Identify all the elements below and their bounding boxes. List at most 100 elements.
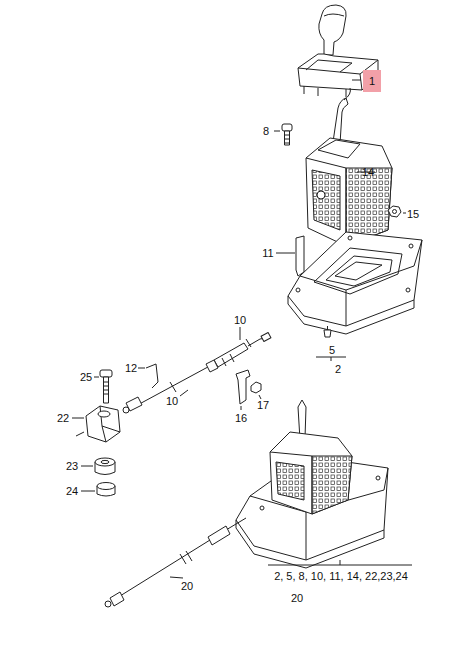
screw-part: [285, 131, 290, 145]
shift-assembly-part: [236, 520, 384, 568]
bolt: [94, 370, 112, 403]
bush: [81, 483, 115, 497]
selector-lever-part: [98, 411, 110, 417]
callout-number: 10: [166, 395, 178, 408]
shift-mechanism-part: [306, 138, 392, 246]
bush: [81, 458, 115, 475]
housing-plate-part: [326, 256, 392, 286]
gear-knob-part: [306, 60, 352, 72]
nut-part: [403, 213, 406, 214]
gear-knob-part: [304, 80, 372, 97]
callout-number: 11: [262, 247, 273, 260]
callout-number: 20: [181, 580, 193, 593]
callout-number: 24: [66, 485, 78, 498]
shift-assembly-part: [110, 592, 124, 606]
bracket-part: [276, 253, 295, 254]
shift-assembly-part: [208, 526, 230, 545]
bush-part: [97, 483, 115, 490]
shift-mechanism-part: [333, 98, 348, 144]
housing-plate-part: [300, 240, 422, 290]
shift-assembly-part: [226, 518, 246, 530]
housing-plate-part: [314, 248, 402, 294]
housing-plate-part: [288, 232, 422, 326]
selector-lever: [72, 406, 120, 442]
gear-knob-part: [352, 80, 361, 81]
bush-part: [101, 460, 109, 463]
clip-part: [146, 364, 158, 388]
callout-number: 15: [407, 208, 419, 221]
screw-part: [274, 131, 280, 132]
housing-plate-part: [409, 244, 413, 248]
shift-cable-part: [240, 327, 241, 340]
shift-cable-part: [246, 339, 251, 347]
nut: [388, 206, 406, 217]
callout-number: 1: [369, 75, 375, 88]
bracket: [276, 236, 304, 276]
bush-part: [95, 458, 115, 466]
callout-number: 12: [125, 362, 137, 375]
housing-plate-part: [348, 236, 352, 240]
shift-mechanism-part: [344, 88, 350, 100]
shift-cable-part: [206, 360, 218, 372]
shift-assembly-part: [276, 462, 304, 500]
bracket-part: [296, 236, 304, 276]
housing-plate-part: [346, 290, 347, 326]
screw: [324, 326, 331, 337]
shift-cable: [123, 327, 271, 413]
group-bracket-part: [268, 560, 412, 565]
housing-plate-part: [335, 262, 382, 280]
group-bracket: [316, 357, 346, 361]
shift-assembly-part: [180, 551, 192, 564]
nut-part: [388, 206, 401, 217]
cable-bracket: [236, 370, 250, 410]
callout-number: 8: [263, 125, 269, 138]
callout-number: 2: [335, 363, 341, 376]
parts-list: 2, 5, 8, 10, 11, 14, 22,23,24: [274, 570, 408, 583]
callout-number: 25: [80, 371, 92, 384]
shift-cable-part: [261, 332, 271, 341]
callout-number: 5: [329, 344, 335, 357]
bolt-part: [104, 377, 109, 403]
highlight-box: 1: [363, 70, 381, 92]
nut-part: [393, 210, 397, 214]
nut-part: [251, 382, 261, 393]
shift-mechanism: [306, 88, 392, 246]
shift-mechanism-part: [306, 158, 346, 246]
shift-assembly-part: [306, 512, 307, 560]
housing-plate-part: [406, 288, 410, 292]
cable-bracket-part: [241, 406, 242, 410]
selector-lever-part: [72, 418, 84, 419]
bolt-part: [94, 377, 99, 378]
housing-plate-part: [288, 296, 414, 334]
callout-number: 23: [66, 460, 78, 473]
screw-part: [285, 135, 290, 143]
screw-part: [282, 124, 292, 131]
bolt-part: [104, 382, 109, 394]
gear-knob-part: [324, 14, 344, 16]
shift-cable-part: [132, 364, 214, 408]
shift-cable-part: [170, 382, 176, 392]
shift-mechanism-part: [312, 170, 340, 230]
shift-cable-part: [214, 343, 248, 367]
clip: [138, 364, 158, 388]
callout-number: 20: [291, 592, 303, 605]
selector-lever-part: [76, 432, 84, 436]
shift-assembly-part: [312, 456, 352, 514]
gear-knob-part: [319, 5, 346, 55]
group-bracket-part: [316, 357, 346, 361]
bush-part: [81, 466, 93, 467]
group-bracket: [268, 560, 412, 565]
shift-assembly-part: [120, 540, 210, 596]
selector-lever-part: [86, 406, 120, 442]
shift-assembly-part: [260, 506, 264, 510]
shift-cable-part: [222, 354, 234, 366]
shift-cable-part: [180, 390, 188, 396]
callout-number: 10: [234, 314, 246, 327]
shift-mechanism-part: [318, 140, 360, 158]
screw-part: [324, 330, 331, 337]
shift-cable-part: [123, 407, 129, 413]
housing-plate-part: [296, 288, 300, 292]
